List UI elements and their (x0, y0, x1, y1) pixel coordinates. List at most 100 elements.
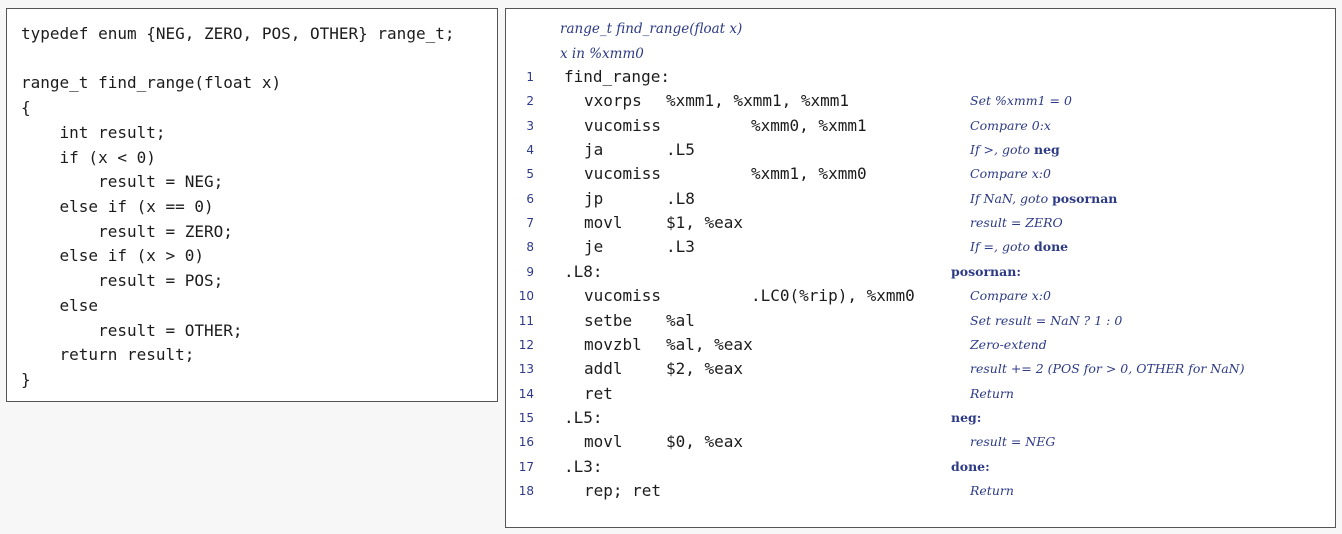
asm-comment-text: If >, goto (970, 142, 1035, 158)
asm-header-register-note: x in %xmm0 (560, 46, 644, 62)
asm-row: 16 movl $0, %eax result = NEG (506, 430, 1335, 454)
asm-opcode: jp (584, 188, 604, 208)
asm-comment-text: Return (970, 385, 1014, 401)
asm-comment-label: neg: (951, 406, 981, 430)
asm-comment: Return (970, 479, 1014, 503)
asm-comment: Compare x:0 (970, 162, 1051, 186)
asm-comment-text: result = ZERO (970, 215, 1063, 231)
asm-row: 17 .L3: done: (506, 455, 1335, 479)
line-number: 15 (518, 410, 534, 425)
asm-row: 13 addl $2, %eax result += 2 (POS for > 0, … (506, 357, 1335, 381)
asm-row: 9 .L8: posornan: (506, 260, 1335, 284)
c-code-line: else if (x > 0) (21, 246, 205, 265)
asm-operand: $2, %eax (666, 359, 744, 379)
asm-operand: %xmm1, %xmm0 (751, 164, 867, 184)
line-number: 6 (526, 191, 534, 206)
asm-comment-label: posornan: (951, 260, 1021, 284)
c-code-line: range_t find_range(float x) (21, 73, 282, 92)
asm-opcode: vxorps (584, 91, 642, 111)
c-code-line: { (21, 98, 31, 117)
asm-comment: result = NEG (970, 430, 1055, 454)
c-code-line: } (21, 370, 31, 389)
asm-row: 1 find_range: (506, 65, 1335, 89)
asm-comment: result += 2 (POS for > 0, OTHER for NaN) (970, 357, 1245, 381)
c-code-line: return result; (21, 345, 195, 364)
asm-comment-text: result = NEG (970, 434, 1056, 450)
asm-opcode: ret (584, 383, 613, 403)
line-number: 10 (518, 289, 534, 304)
asm-opcode: vucomiss (584, 115, 662, 135)
asm-row: 3 vucomiss %xmm0, %xmm1 Compare 0:x (506, 114, 1335, 138)
asm-comment-text: posornan: (951, 263, 1021, 279)
asm-comment-text: Return (970, 482, 1014, 498)
line-number: 13 (518, 362, 534, 377)
asm-opcode: movzbl (584, 334, 642, 354)
asm-operand: %xmm0, %xmm1 (751, 115, 867, 135)
asm-comment-text: Compare x:0 (970, 166, 1051, 182)
asm-comment-keyword: done (1034, 239, 1069, 255)
c-code-line: else if (x == 0) (21, 197, 214, 216)
asm-comment-text: neg: (951, 409, 982, 425)
c-code-line: int result; (21, 123, 166, 142)
asm-operand: %al (666, 310, 695, 330)
asm-comment: Zero-extend (970, 333, 1047, 357)
asm-header-signature: range_t find_range(float x) (560, 21, 743, 37)
asm-comment: Compare x:0 (970, 284, 1051, 308)
line-number: 16 (518, 435, 534, 450)
asm-operand: $0, %eax (666, 432, 744, 452)
c-code-line: result = POS; (21, 271, 224, 290)
c-code-line: typedef enum {NEG, ZERO, POS, OTHER} ran… (21, 24, 455, 43)
asm-label: find_range: (564, 67, 670, 86)
c-code-panel: typedef enum {NEG, ZERO, POS, OTHER} ran… (6, 8, 498, 402)
line-number: 14 (518, 386, 534, 401)
asm-opcode: vucomiss (584, 164, 662, 184)
c-code-line: result = ZERO; (21, 222, 233, 241)
asm-row: 14 ret Return (506, 382, 1335, 406)
asm-comment-text: If NaN, goto (970, 190, 1053, 206)
asm-comment-text: Set result = NaN ? 1 : 0 (970, 312, 1123, 328)
asm-opcode: movl (584, 432, 623, 452)
asm-comment: If =, goto done (970, 235, 1068, 259)
asm-comment: Set %xmm1 = 0 (970, 89, 1072, 113)
line-number: 17 (518, 459, 534, 474)
asm-opcode: je (584, 237, 604, 257)
asm-comment: If >, goto neg (970, 138, 1060, 162)
asm-comment: Set result = NaN ? 1 : 0 (970, 309, 1122, 333)
line-number: 8 (526, 240, 534, 255)
asm-opcode: vucomiss (584, 286, 662, 306)
asm-comment-keyword: neg (1034, 142, 1060, 158)
asm-label: .L8: (564, 261, 603, 281)
asm-comment-text: Compare x:0 (970, 288, 1051, 304)
asm-row: 15.L5:neg: (506, 406, 1335, 430)
line-number: 3 (526, 118, 534, 133)
asm-operand: .L3 (666, 237, 695, 257)
asm-opcode: movl (584, 213, 623, 233)
c-code-line: result = NEG; (21, 172, 224, 191)
line-number: 12 (518, 337, 534, 352)
assembly-code-panel: range_t find_range(float x) x in %xmm0 1… (505, 8, 1336, 528)
asm-comment-text: result += 2 (POS for > 0, OTHER for NaN) (970, 361, 1245, 377)
line-number: 18 (518, 483, 534, 498)
line-number: 1 (526, 70, 534, 84)
asm-comment: Return (970, 382, 1014, 406)
line-number: 9 (526, 264, 534, 279)
asm-comment-keyword: posornan (1052, 190, 1118, 206)
asm-opcode: addl (584, 359, 623, 379)
asm-opcode: ja (584, 140, 604, 160)
asm-comment-text: Compare 0:x (970, 117, 1051, 133)
asm-comment: Compare 0:x (970, 114, 1051, 138)
asm-opcode: setbe (584, 310, 633, 330)
asm-label: .L3: (564, 456, 603, 476)
asm-comment-text: Set %xmm1 = 0 (970, 93, 1072, 109)
line-number: 2 (526, 94, 534, 109)
line-number: 4 (526, 143, 534, 158)
asm-comment-text: done: (951, 458, 990, 474)
